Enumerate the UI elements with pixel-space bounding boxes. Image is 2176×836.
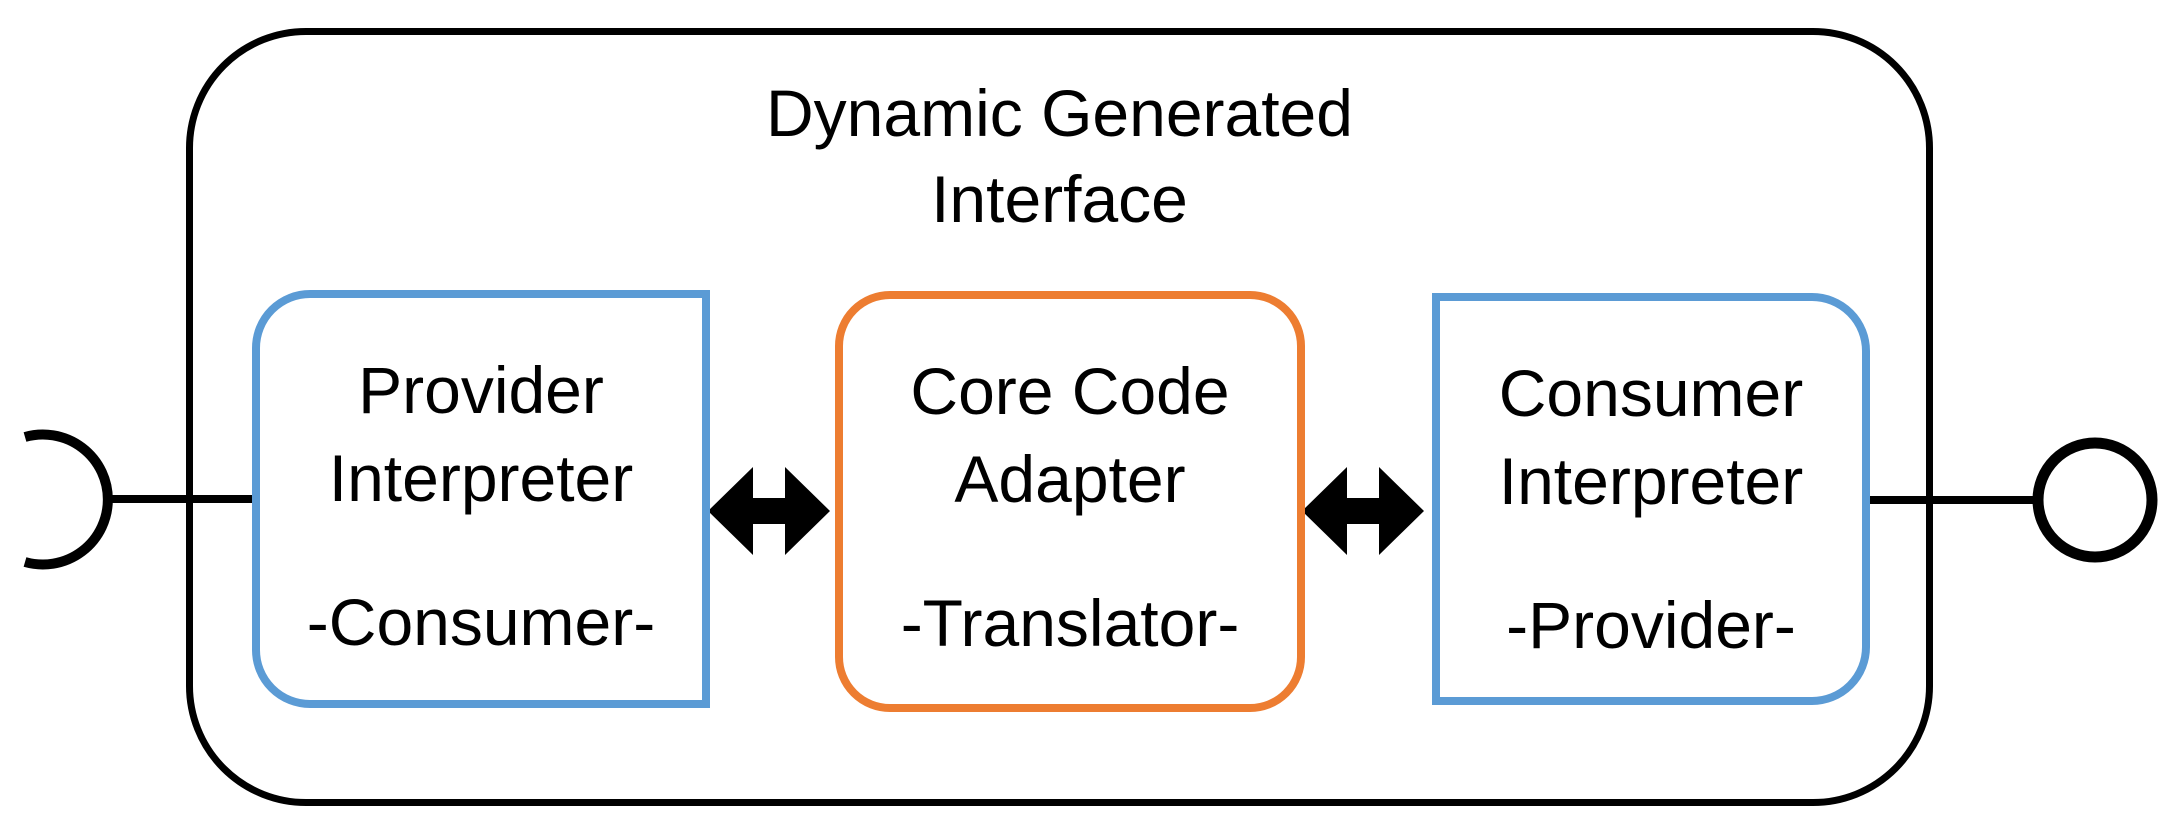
dynamic-generated-interface-container xyxy=(186,28,1933,806)
box-consumer-interpreter: Consumer Interpreter -Provider- xyxy=(1432,293,1870,705)
box-label-line2: Interpreter xyxy=(328,441,634,515)
provided-interface-ball-icon xyxy=(2032,437,2158,563)
box-spacer xyxy=(843,523,1297,579)
box-role-label: -Translator- xyxy=(900,586,1240,660)
box-core-code-adapter: Core Code Adapter -Translator- xyxy=(835,291,1305,712)
box-role-label: -Consumer- xyxy=(306,585,656,659)
box-label-line1: Consumer xyxy=(1498,356,1804,430)
box-label-line1: Provider xyxy=(358,353,604,427)
required-interface-socket-icon xyxy=(23,429,113,570)
box-label-line2: Adapter xyxy=(954,442,1186,516)
double-headed-arrow-icon xyxy=(1302,467,1424,555)
box-provider-interpreter: Provider Interpreter -Consumer- xyxy=(252,290,710,708)
box-role-label: -Provider- xyxy=(1506,588,1796,662)
box-label-line1: Core Code xyxy=(910,354,1230,428)
box-spacer xyxy=(1440,525,1862,581)
box-label-line2: Interpreter xyxy=(1498,444,1804,518)
diagram-title-line1: Dynamic Generated xyxy=(766,76,1353,150)
diagram-title-line2: Interface xyxy=(931,162,1188,236)
diagram-title: Dynamic Generated Interface xyxy=(186,70,1933,242)
box-spacer xyxy=(260,522,702,578)
double-headed-arrow-icon xyxy=(708,467,830,555)
